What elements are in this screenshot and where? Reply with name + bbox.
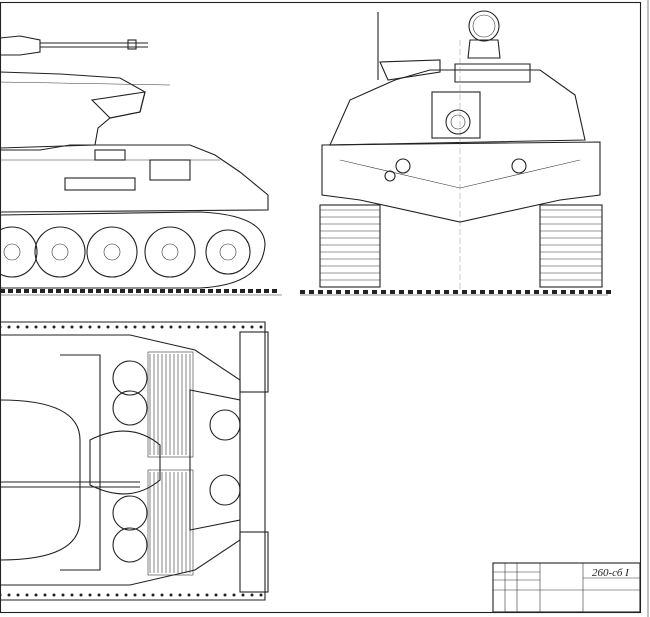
track [539,204,603,288]
drawing-number: 260-сб I [592,567,630,579]
side-view [0,35,282,296]
track [319,204,381,288]
road-wheel [205,229,251,275]
road-wheel [0,226,38,278]
front-view [300,10,611,296]
road-wheel [144,226,196,278]
road-wheel [34,226,86,278]
road-wheel [86,226,138,278]
title-block: 260-сб I [492,562,641,613]
top-view [0,321,269,601]
